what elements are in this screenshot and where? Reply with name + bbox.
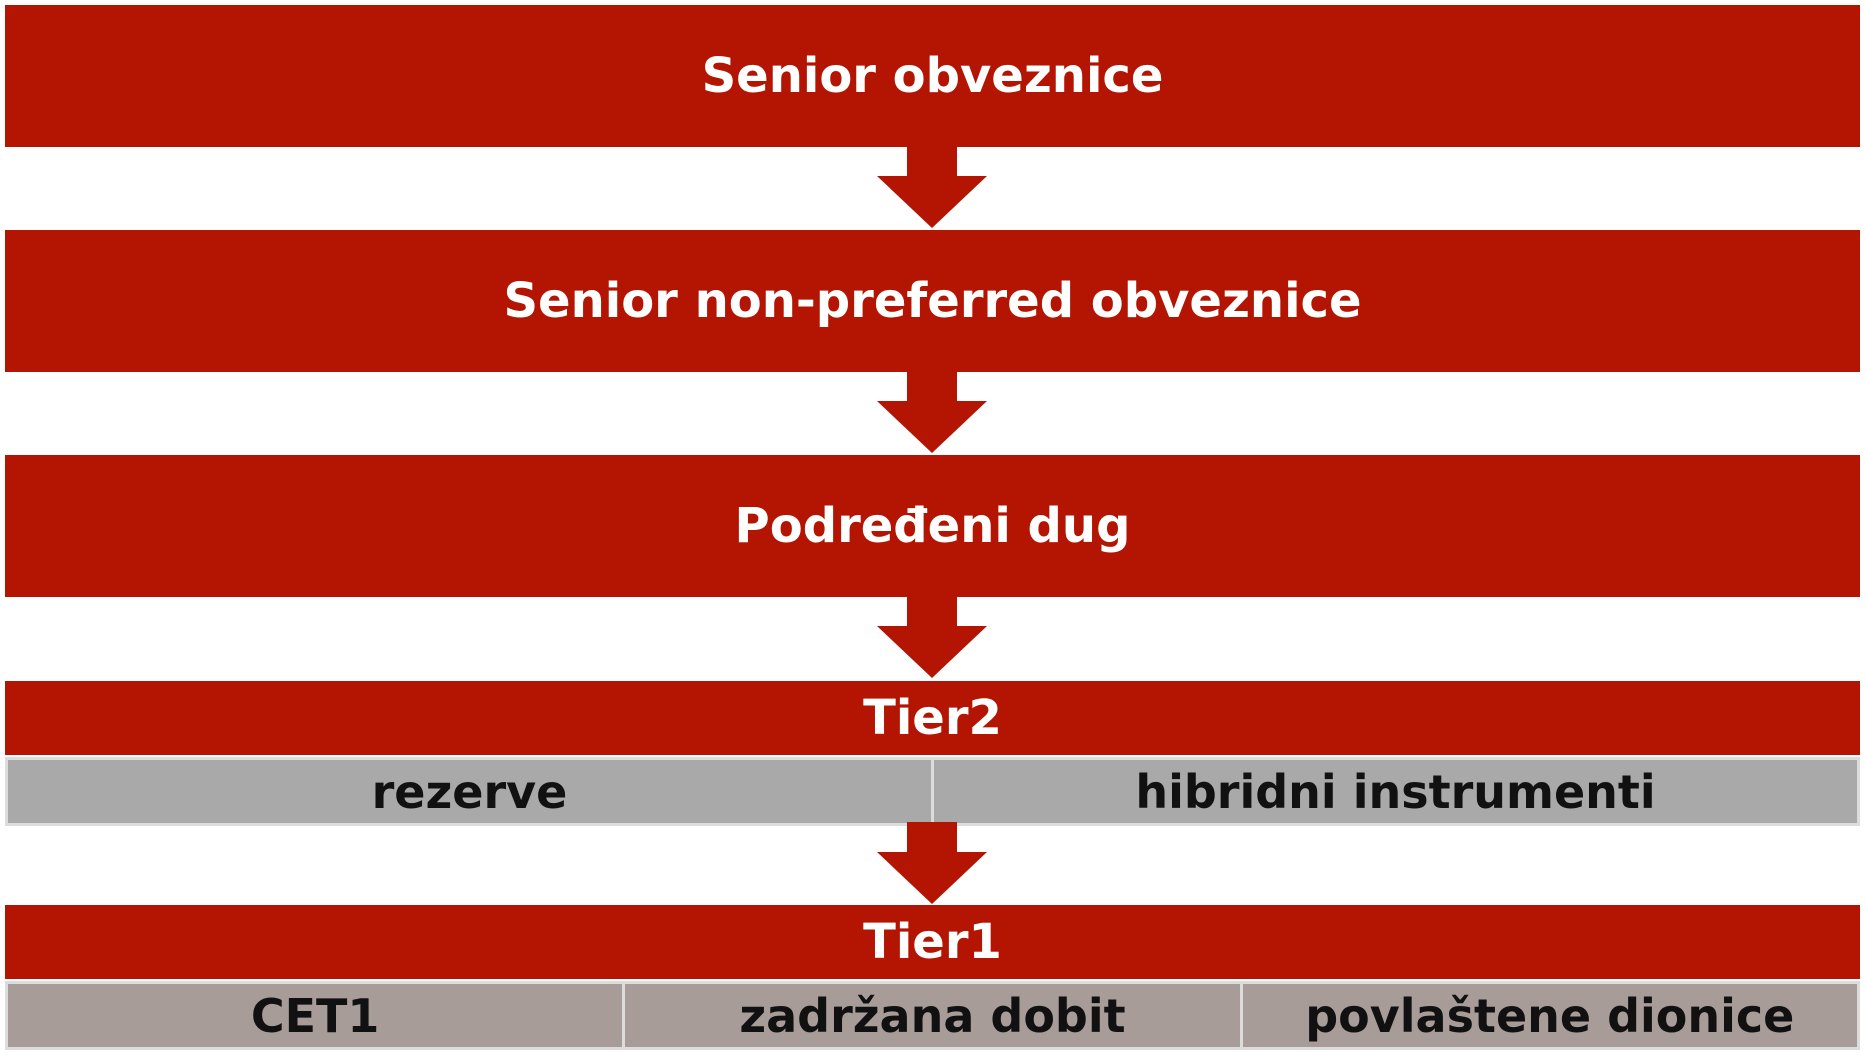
tier1-bar: Tier1 [5, 905, 1860, 979]
tier2-component-cell: rezerve [5, 757, 934, 826]
tier2-component-label: hibridni instrumenti [1135, 764, 1656, 819]
tier2-label: Tier2 [863, 690, 1002, 746]
arrow-down-icon [877, 146, 987, 228]
senior-bonds-label: Senior obveznice [701, 48, 1164, 104]
tier2-component-cell: hibridni instrumenti [934, 757, 1860, 826]
tier1-components-row: CET1 zadržana dobit povlaštene dionice [5, 981, 1860, 1050]
tier1-label: Tier1 [863, 914, 1002, 970]
tier1-component-cell: CET1 [5, 981, 626, 1050]
subordinated-debt-bar: Podređeni dug [5, 455, 1860, 597]
arrow-down-icon [877, 371, 987, 453]
senior-non-preferred-bonds-bar: Senior non-preferred obveznice [5, 230, 1860, 372]
tier2-bar: Tier2 [5, 681, 1860, 755]
arrow-down-icon [877, 822, 987, 904]
senior-non-preferred-bonds-label: Senior non-preferred obveznice [503, 273, 1362, 329]
arrow-down-icon [877, 596, 987, 678]
senior-bonds-bar: Senior obveznice [5, 5, 1860, 147]
tier2-component-label: rezerve [371, 764, 568, 819]
tier1-component-label: CET1 [250, 988, 380, 1043]
subordinated-debt-label: Podređeni dug [734, 498, 1131, 554]
tier1-component-label: povlaštene dionice [1305, 988, 1795, 1043]
tier1-component-label: zadržana dobit [739, 988, 1126, 1043]
tier2-components-row: rezerve hibridni instrumenti [5, 757, 1860, 826]
tier1-component-cell: zadržana dobit [625, 981, 1243, 1050]
tier1-component-cell: povlaštene dionice [1242, 981, 1860, 1050]
